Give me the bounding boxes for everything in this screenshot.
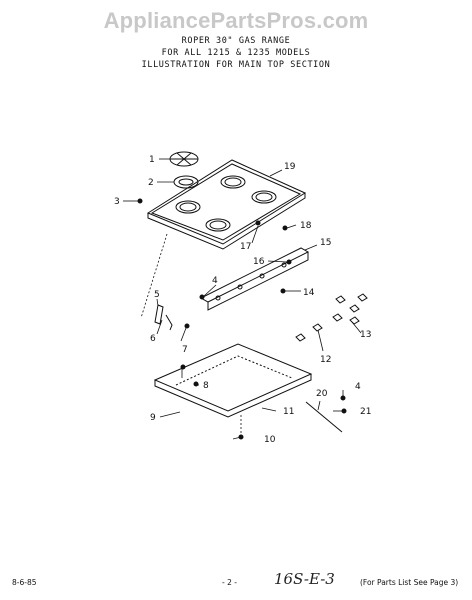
manifold-panel bbox=[199, 247, 310, 311]
callout-4b: 4 bbox=[355, 382, 361, 392]
callout-20: 20 bbox=[316, 389, 328, 399]
callout-4: 4 bbox=[212, 276, 218, 286]
callout-18: 18 bbox=[300, 221, 312, 231]
rod bbox=[305, 401, 343, 433]
watermark: AppliancePartsPros.com bbox=[103, 8, 369, 33]
header-line-2: FOR ALL 1215 & 1235 MODELS bbox=[161, 48, 311, 58]
callout-13: 13 bbox=[360, 330, 371, 340]
callout-16: 16 bbox=[253, 257, 265, 267]
screws bbox=[137, 198, 347, 440]
callout-19: 19 bbox=[284, 162, 296, 172]
valve-knobs bbox=[295, 293, 368, 342]
callouts: 1 2 3 4 5 6 7 8 9 10 11 12 13 14 15 16 1… bbox=[114, 155, 371, 445]
leader-lines bbox=[123, 158, 362, 440]
callout-17: 17 bbox=[240, 242, 251, 252]
footer-page-number: - 2 - bbox=[222, 578, 237, 587]
callout-11: 11 bbox=[283, 407, 294, 417]
callout-10: 10 bbox=[264, 435, 276, 445]
callout-12: 12 bbox=[320, 355, 331, 365]
callout-21: 21 bbox=[360, 407, 371, 417]
bracket-hook bbox=[165, 314, 173, 331]
callout-2: 2 bbox=[148, 178, 154, 188]
callout-3: 3 bbox=[114, 197, 120, 207]
callout-1: 1 bbox=[149, 155, 155, 165]
burner-grate bbox=[169, 151, 199, 167]
callout-15: 15 bbox=[320, 238, 331, 248]
callout-14: 14 bbox=[303, 288, 315, 298]
callout-5: 5 bbox=[154, 290, 160, 300]
bracket bbox=[154, 304, 164, 325]
callout-9: 9 bbox=[150, 413, 156, 423]
callout-7: 7 bbox=[182, 345, 188, 355]
burner-box bbox=[153, 343, 313, 418]
footer-date: 8-6-85 bbox=[12, 578, 37, 587]
handwritten-note: 16S-E-3 bbox=[274, 570, 335, 588]
footer-parts-list-note: (For Parts List See Page 3) bbox=[360, 578, 459, 587]
callout-8: 8 bbox=[203, 381, 209, 391]
header-line-3: ILLUSTRATION FOR MAIN TOP SECTION bbox=[141, 60, 331, 70]
main-top bbox=[146, 159, 307, 250]
header-line-1: ROPER 30" GAS RANGE bbox=[181, 36, 291, 46]
burner-ring bbox=[173, 175, 199, 189]
callout-6: 6 bbox=[150, 334, 156, 344]
